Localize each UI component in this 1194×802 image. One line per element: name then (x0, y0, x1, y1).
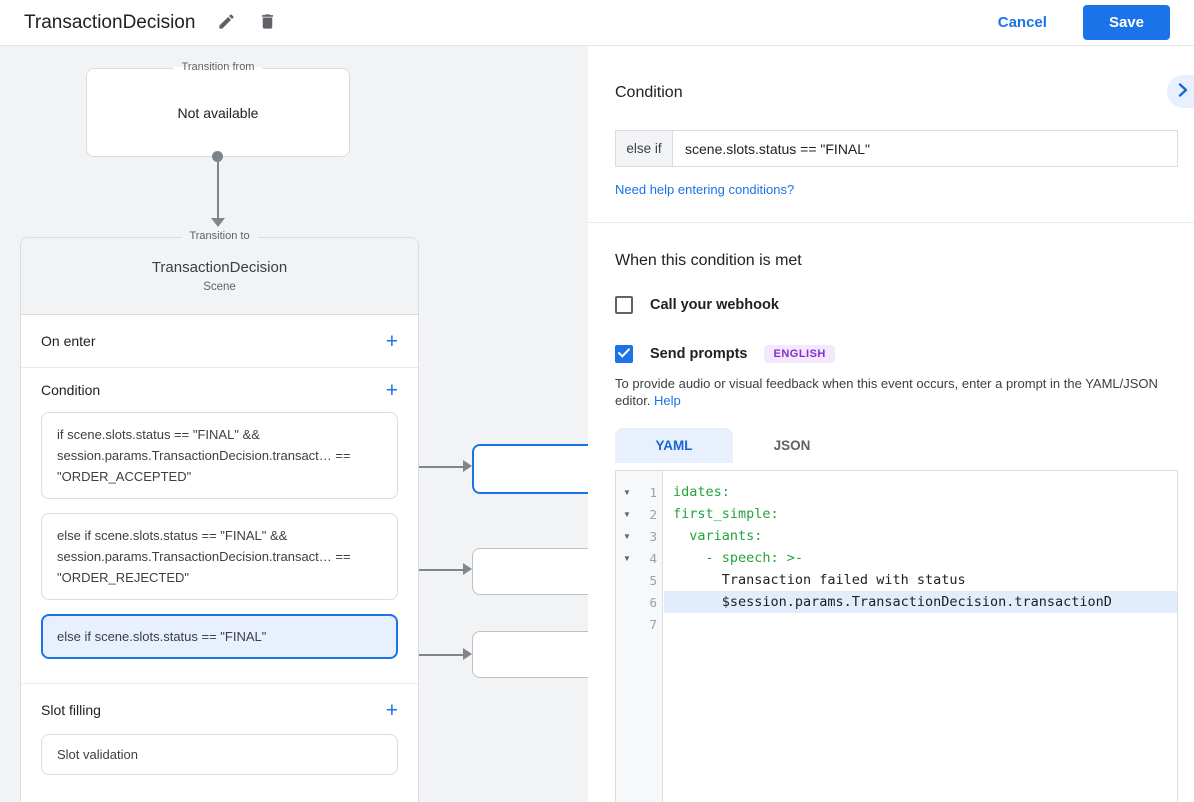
slot-filling-label: Slot filling (41, 702, 101, 718)
condition-section-label: Condition (41, 382, 101, 398)
line-text: first_simple: (673, 506, 779, 522)
webhook-checkbox[interactable] (615, 296, 633, 314)
code-line: ▼ 1 idates: (616, 481, 1177, 503)
code-line: ▼ 3 variants: (616, 525, 1177, 547)
hint-help-link[interactable]: Help (654, 393, 681, 408)
triangle-down-icon[interactable]: ▼ (623, 531, 631, 541)
prompt-hint-text: To provide audio or visual feedback when… (615, 375, 1181, 409)
condition-item[interactable]: else if scene.slots.status == "FINAL" &&… (41, 513, 398, 600)
connector-line (404, 466, 463, 468)
scene-diagram-canvas: Transition from Not available Transition… (0, 46, 588, 802)
scene-subtitle: Scene (203, 281, 236, 293)
line-text: $session.params.TransactionDecision.tran… (664, 591, 1177, 613)
send-prompts-checkbox[interactable] (615, 345, 633, 363)
line-number: 7 (649, 616, 657, 632)
panel-heading: Condition (615, 84, 683, 101)
triangle-down-icon[interactable]: ▼ (623, 553, 631, 563)
condition-prefix: else if (615, 130, 672, 167)
line-text: variants: (673, 528, 763, 544)
line-text: idates: (673, 484, 730, 500)
scene-title: TransactionDecision (151, 259, 288, 276)
arrow-down-icon (211, 218, 225, 227)
connector-line (404, 569, 463, 571)
tab-json[interactable]: JSON (733, 428, 851, 463)
line-number: 3 (649, 528, 657, 544)
code-line-highlighted: 6 $session.params.TransactionDecision.tr… (616, 591, 1177, 613)
hint-text: To provide audio or visual feedback when… (615, 376, 1158, 408)
line-number: 4 (649, 550, 657, 566)
transition-target-box[interactable] (472, 444, 588, 494)
trash-icon (258, 12, 277, 34)
tab-yaml[interactable]: YAML (615, 428, 733, 463)
plus-icon: + (385, 378, 398, 402)
editor-lines: ▼ 1 idates: ▼ 2 first_simple: ▼ 3 varian… (616, 481, 1177, 635)
condition-help-link[interactable]: Need help entering conditions? (615, 182, 795, 197)
add-condition-button[interactable]: + (386, 380, 398, 401)
slot-filling-row: Slot filling + (21, 686, 418, 734)
transition-from-box: Transition from Not available (86, 61, 350, 157)
code-line: ▼ 2 first_simple: (616, 503, 1177, 525)
cancel-button[interactable]: Cancel (997, 14, 1047, 31)
arrow-right-icon (463, 563, 472, 575)
condition-item[interactable]: if scene.slots.status == "FINAL" && sess… (41, 412, 398, 499)
slot-validation-item[interactable]: Slot validation (41, 734, 398, 775)
editor-gutter (616, 471, 663, 802)
edit-scene-button[interactable] (217, 12, 236, 34)
send-prompts-option-row: Send prompts ENGLISH (615, 345, 835, 363)
condition-detail-panel: Condition else if Need help entering con… (588, 46, 1194, 802)
language-badge: ENGLISH (764, 345, 835, 363)
transition-target-box[interactable] (472, 548, 588, 595)
code-line: 7 (616, 613, 1177, 635)
transition-target-box[interactable] (472, 631, 588, 678)
on-enter-row: On enter + (21, 315, 418, 368)
arrow-right-icon (463, 460, 472, 472)
editor-tabs: YAML JSON (615, 428, 851, 463)
condition-item-selected[interactable]: else if scene.slots.status == "FINAL" (41, 614, 398, 659)
add-on-enter-button[interactable]: + (386, 331, 398, 352)
scene-card-header: TransactionDecision Scene (21, 238, 418, 315)
connector-line (217, 156, 219, 219)
code-line: ▼ 4 - speech: >- (616, 547, 1177, 569)
plus-icon: + (385, 329, 398, 353)
line-number: 1 (649, 484, 657, 500)
checkmark-icon (618, 345, 630, 363)
condition-label-row: Condition + (21, 368, 418, 412)
when-condition-heading: When this condition is met (615, 252, 802, 269)
send-prompts-label: Send prompts (650, 346, 748, 362)
delete-scene-button[interactable] (258, 12, 277, 34)
line-number: 2 (649, 506, 657, 522)
top-bar: TransactionDecision Cancel Save (0, 0, 1194, 46)
pencil-icon (217, 12, 236, 34)
condition-section: Condition + if scene.slots.status == "FI… (21, 368, 418, 684)
page-title: TransactionDecision (24, 11, 196, 33)
code-line: 5 Transaction failed with status (616, 569, 1177, 591)
line-number: 5 (649, 572, 657, 588)
webhook-option-row: Call your webhook (615, 296, 779, 314)
line-number: 6 (649, 594, 657, 610)
on-enter-label: On enter (41, 333, 96, 349)
yaml-code-editor[interactable]: ▼ 1 idates: ▼ 2 first_simple: ▼ 3 varian… (615, 470, 1178, 802)
collapse-panel-button[interactable] (1167, 75, 1194, 108)
chevron-right-icon (1178, 83, 1188, 100)
connector-line (404, 654, 463, 656)
transition-from-value: Not available (177, 104, 259, 121)
line-text: - speech: >- (673, 550, 804, 566)
webhook-label: Call your webhook (650, 297, 779, 313)
scene-card: Transition to TransactionDecision Scene … (20, 230, 419, 802)
condition-expression-input[interactable] (672, 130, 1178, 167)
triangle-down-icon[interactable]: ▼ (623, 509, 631, 519)
transition-to-legend: Transition to (181, 230, 258, 242)
add-slot-button[interactable]: + (386, 700, 398, 721)
panel-divider (588, 222, 1194, 223)
condition-expression-row: else if (615, 130, 1178, 167)
line-text: Transaction failed with status (673, 572, 966, 588)
transition-from-legend: Transition from (173, 61, 263, 73)
line-text (664, 613, 1177, 635)
save-button[interactable]: Save (1082, 5, 1170, 40)
triangle-down-icon[interactable]: ▼ (623, 487, 631, 497)
plus-icon: + (385, 698, 398, 722)
arrow-right-icon (463, 648, 472, 660)
